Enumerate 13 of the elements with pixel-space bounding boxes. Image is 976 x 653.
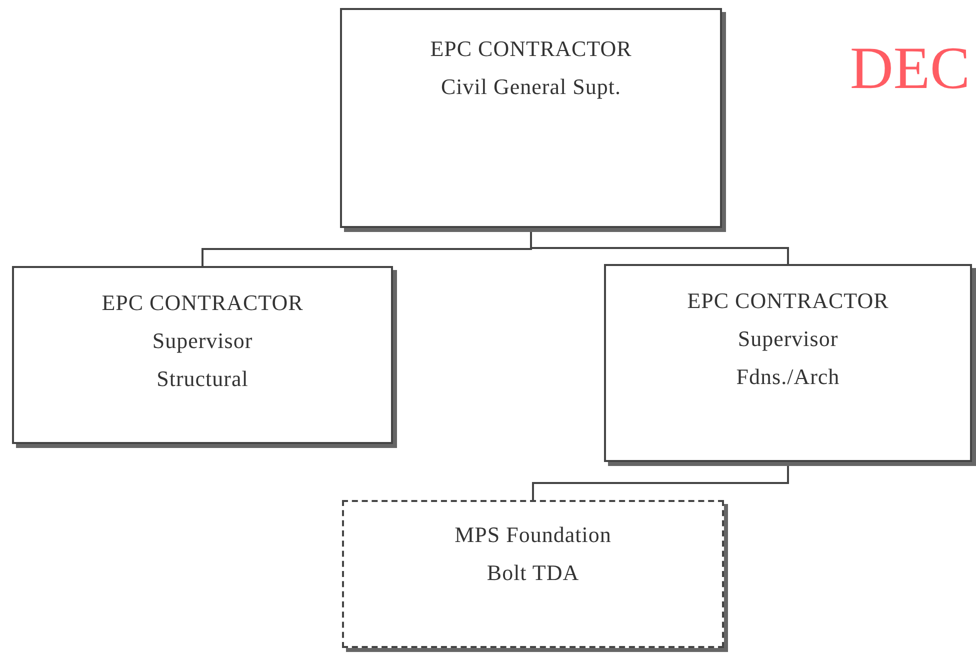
role-text: Fdns./Arch <box>736 364 840 390</box>
role-heading: EPC CONTRACTOR <box>687 288 889 314</box>
role-text: Civil General Supt. <box>441 74 621 100</box>
role-heading: EPC CONTRACTOR <box>430 36 632 62</box>
connector-line <box>530 232 789 264</box>
role-text: Structural <box>156 366 248 392</box>
role-heading: EPC CONTRACTOR <box>102 290 304 316</box>
connector-line <box>532 466 789 500</box>
role-heading: MPS Foundation <box>454 522 612 548</box>
role-text: Supervisor <box>152 328 253 354</box>
role-text: Bolt TDA <box>486 560 580 586</box>
stamp-text: DEC <box>850 38 970 98</box>
role-text: Supervisor <box>738 326 838 352</box>
